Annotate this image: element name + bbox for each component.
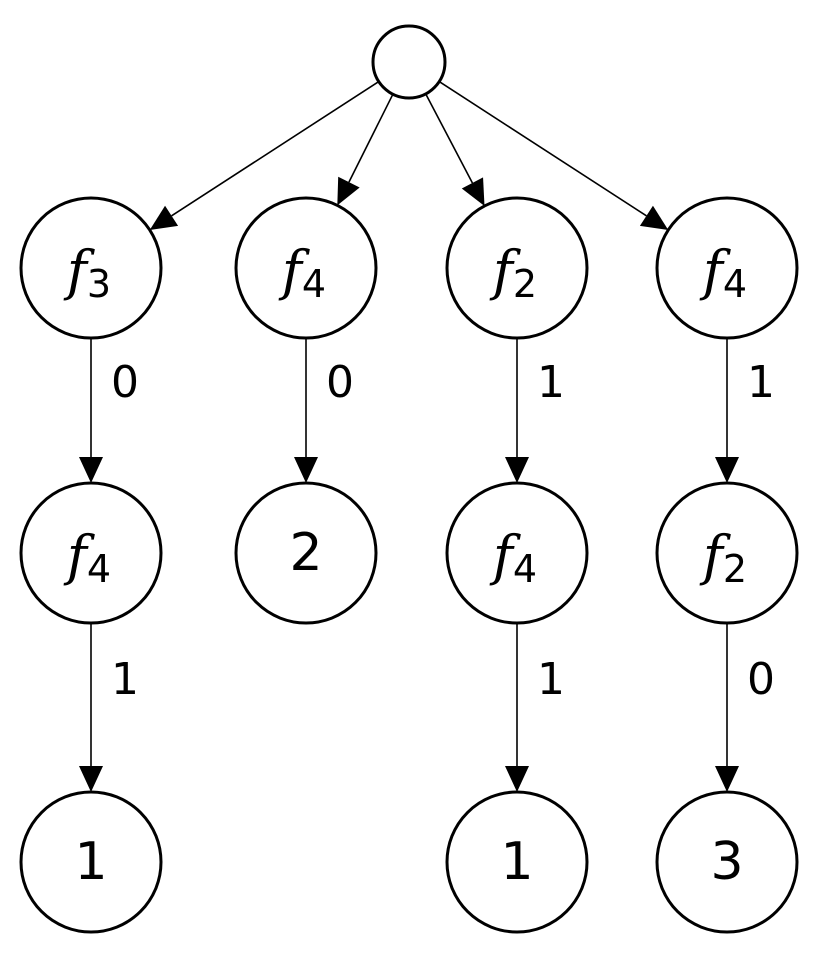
edge-line xyxy=(425,93,474,184)
node-d3: 3 xyxy=(655,790,799,934)
edge-b1-b2: 0 xyxy=(294,338,354,483)
arrowhead xyxy=(639,205,669,230)
arrowhead xyxy=(461,177,485,207)
node-b1: f4 xyxy=(234,196,378,340)
node-circle xyxy=(234,481,378,625)
node-circle xyxy=(445,790,589,934)
node-c2: f4 xyxy=(445,481,589,625)
node-circle xyxy=(234,196,378,340)
node-circle xyxy=(19,790,163,934)
node-value: 1 xyxy=(500,832,533,892)
edge-line xyxy=(348,93,394,183)
edge-label: 0 xyxy=(111,357,139,408)
arrowhead xyxy=(337,176,360,206)
edge-c2-c3: 1 xyxy=(505,623,565,792)
edge-line xyxy=(171,80,380,217)
arrowhead xyxy=(79,766,103,792)
node-circle xyxy=(445,481,589,625)
edge-label: 0 xyxy=(326,357,354,408)
node-subscript: 2 xyxy=(513,262,537,306)
edge-label: 1 xyxy=(537,357,565,408)
node-circle xyxy=(655,481,799,625)
node-b2: 2 xyxy=(234,481,378,625)
edge-d1-d2: 1 xyxy=(715,338,775,483)
node-circle xyxy=(371,24,447,100)
edge-label: 1 xyxy=(747,357,775,408)
node-label: f3 xyxy=(63,239,111,307)
node-value: 1 xyxy=(74,832,107,892)
arrowhead xyxy=(294,457,318,483)
node-value: 3 xyxy=(710,832,743,892)
node-subscript: 4 xyxy=(302,262,326,306)
arrowhead xyxy=(715,766,739,792)
arrowhead xyxy=(715,457,739,483)
node-subscript: 4 xyxy=(87,547,111,591)
node-circle xyxy=(19,196,163,340)
node-a1: f3 xyxy=(19,196,163,340)
edge-root-d1 xyxy=(438,80,669,230)
node-circle xyxy=(655,196,799,340)
node-subscript: 4 xyxy=(723,262,747,306)
edge-label: 1 xyxy=(537,654,565,705)
node-a3: 1 xyxy=(19,790,163,934)
node-c1: f2 xyxy=(445,196,589,340)
node-circle xyxy=(445,196,589,340)
nodes-layer: f3 f4 f2 f4 f4 2 f4 f2 1 1 3 xyxy=(19,24,799,934)
edge-root-b1 xyxy=(337,93,394,206)
arrowhead xyxy=(79,457,103,483)
node-circle xyxy=(19,481,163,625)
edge-line xyxy=(438,80,647,217)
node-subscript: 2 xyxy=(723,547,747,591)
node-circle xyxy=(655,790,799,934)
edge-root-a1 xyxy=(149,80,380,230)
arrowhead xyxy=(149,205,179,230)
edge-a2-a3: 1 xyxy=(79,623,139,792)
node-subscript: 4 xyxy=(513,547,537,591)
edge-root-c1 xyxy=(425,93,485,207)
edges-layer: 0 0 1 1 1 1 0 xyxy=(79,80,775,792)
edge-d2-d3: 0 xyxy=(715,623,775,792)
arrowhead xyxy=(505,766,529,792)
edge-a1-a2: 0 xyxy=(79,338,139,483)
edge-c1-c2: 1 xyxy=(505,338,565,483)
node-root xyxy=(371,24,447,100)
edge-label: 1 xyxy=(111,654,139,705)
arrowhead xyxy=(505,457,529,483)
node-a2: f4 xyxy=(19,481,163,625)
node-c3: 1 xyxy=(445,790,589,934)
node-value: 2 xyxy=(289,523,322,583)
node-d2: f2 xyxy=(655,481,799,625)
node-d1: f4 xyxy=(655,196,799,340)
node-subscript: 3 xyxy=(87,262,111,306)
edge-label: 0 xyxy=(747,654,775,705)
